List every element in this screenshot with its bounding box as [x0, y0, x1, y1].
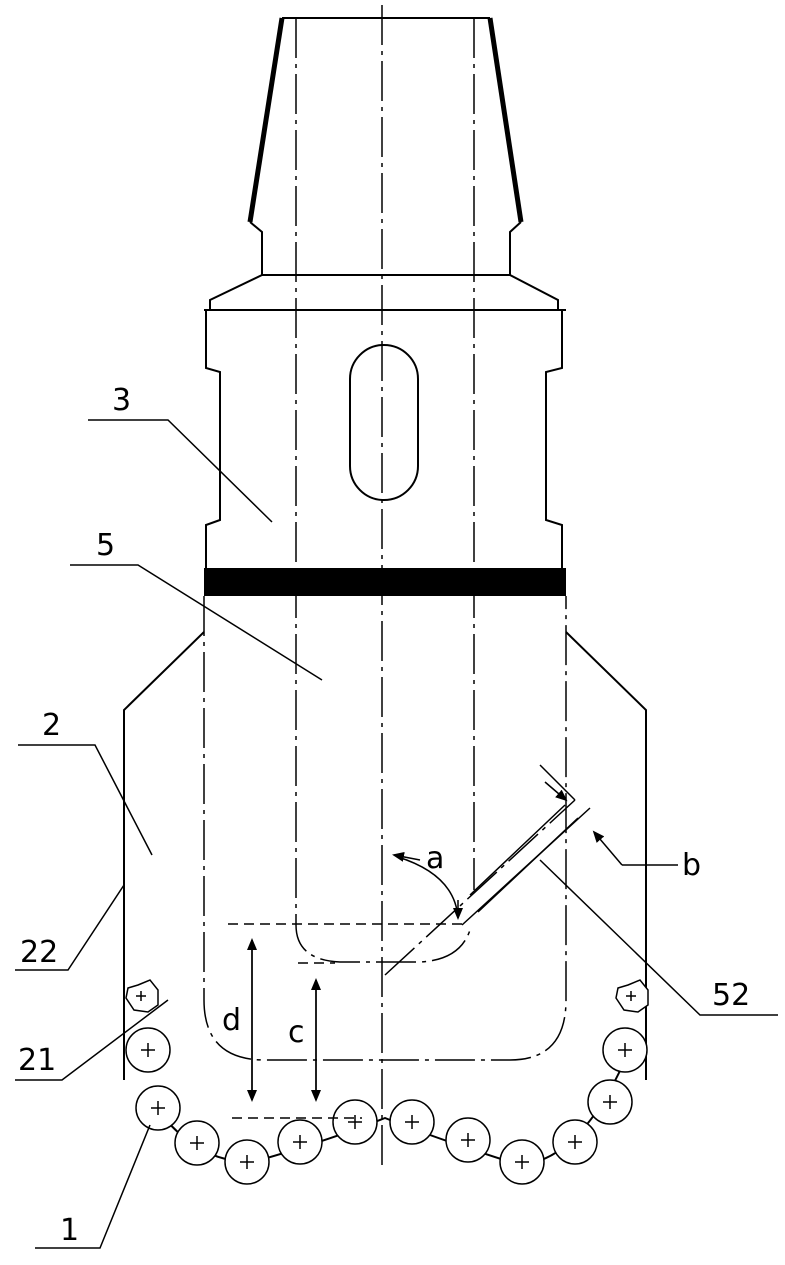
- bit-head-2: [123, 631, 647, 1080]
- cutter-left-2: [125, 1027, 171, 1073]
- cutter-11: [552, 1119, 598, 1165]
- label-d: d: [222, 1003, 241, 1038]
- label-21: 21: [18, 1043, 56, 1078]
- inner-bore: [295, 18, 475, 963]
- cutter-7: [332, 1099, 378, 1145]
- cutter-right-top: [615, 979, 649, 1013]
- label-52: 52: [712, 978, 750, 1013]
- label-1: 1: [60, 1213, 79, 1248]
- body-upper-3: [204, 309, 566, 568]
- label-2: 2: [42, 708, 61, 743]
- label-3: 3: [112, 383, 131, 418]
- label-22: 22: [20, 935, 58, 970]
- label-b: b: [682, 848, 701, 883]
- cutter-left-3: [135, 1085, 181, 1131]
- label-5: 5: [96, 528, 115, 563]
- label-a: a: [426, 841, 444, 876]
- body-lower-5: [203, 596, 567, 1061]
- dimension-b: [539, 764, 678, 866]
- cutter-9: [445, 1117, 491, 1163]
- cutter-right-3: [587, 1079, 633, 1125]
- label-c: c: [288, 1015, 305, 1050]
- slot-opening: [349, 344, 419, 501]
- cutter-4: [174, 1120, 220, 1166]
- cutter-6: [277, 1119, 323, 1165]
- dimension-d: [228, 923, 462, 1119]
- cutters: [125, 979, 649, 1185]
- nozzle-channel-52: [384, 799, 591, 976]
- weld-band: [204, 568, 566, 596]
- leaders: [15, 419, 778, 1249]
- angle-a: [392, 851, 463, 920]
- dimension-c: [298, 962, 335, 1102]
- cutter-left-top: [125, 979, 159, 1013]
- cutter-10: [499, 1139, 545, 1185]
- cutter-8: [389, 1099, 435, 1145]
- threaded-pin: [209, 17, 559, 310]
- cutter-right-2: [602, 1027, 648, 1073]
- cutter-5: [224, 1139, 270, 1185]
